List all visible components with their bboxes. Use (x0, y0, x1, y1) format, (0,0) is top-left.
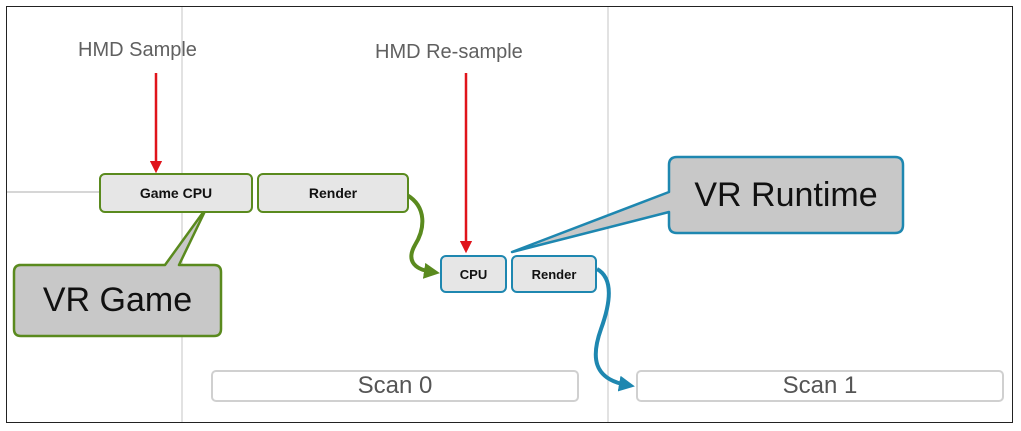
vr-game-callout-shape (12, 205, 223, 338)
vr-game-callout-label: VR Game (42, 281, 193, 319)
game-to-runtime-arrow (405, 193, 440, 279)
vr-runtime-callout-shape (510, 155, 905, 254)
scan-1-bar: Scan 1 (636, 370, 1004, 402)
scan-0-bar: Scan 0 (211, 370, 579, 402)
game-cpu-box: Game CPU (99, 173, 253, 213)
diagram-canvas (7, 7, 905, 422)
runtime-to-scan-arrow (593, 267, 635, 392)
game-render-box: Render (257, 173, 409, 213)
vr-runtime-callout-label: VR Runtime (694, 175, 878, 214)
hmd-resample-label: HMD Re-sample (375, 41, 523, 63)
diagram-frame: HMD Sample HMD Re-sample Game CPU Render… (6, 6, 1013, 423)
runtime-render-box: Render (511, 255, 597, 293)
hmd-sample-label: HMD Sample (78, 39, 197, 61)
runtime-cpu-box: CPU (440, 255, 507, 293)
